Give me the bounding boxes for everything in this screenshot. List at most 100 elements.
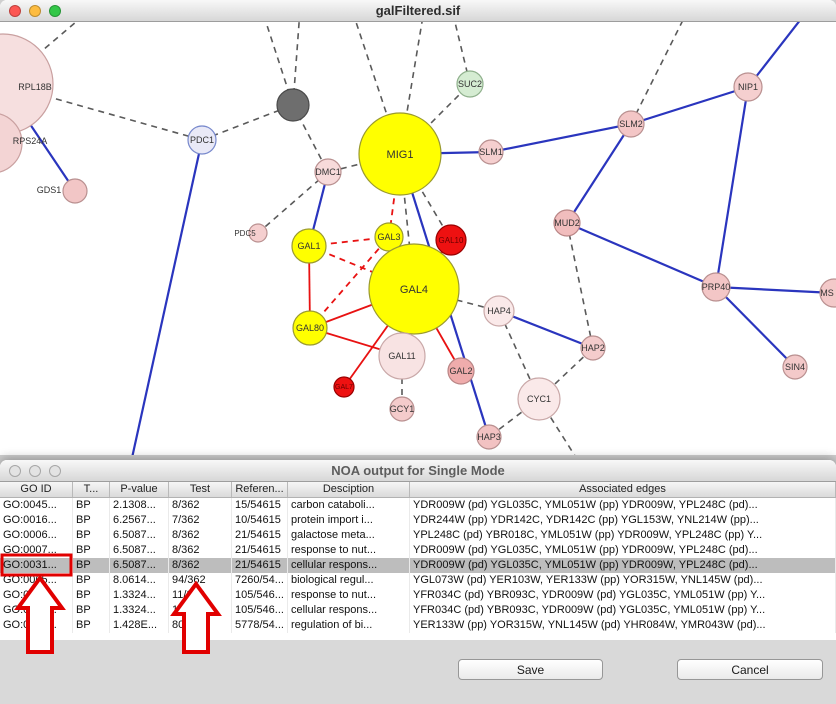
noa-window-titlebar[interactable]: NOA output for Single Mode bbox=[0, 460, 836, 482]
table-cell: BP bbox=[73, 618, 110, 633]
node-darknode[interactable] bbox=[276, 88, 310, 122]
table-cell: 6.5087... bbox=[110, 558, 169, 573]
column-header-associated-edges[interactable]: Associated edges bbox=[410, 482, 836, 497]
node-gal4[interactable]: GAL4 bbox=[368, 243, 460, 335]
node-hap4[interactable]: HAP4 bbox=[483, 295, 515, 327]
button-bar: Save Cancel bbox=[0, 640, 836, 704]
node-prp40[interactable]: PRP40 bbox=[701, 272, 731, 302]
node-label-slm2: SLM2 bbox=[619, 119, 643, 129]
table-cell: GO:0007... bbox=[0, 543, 73, 558]
node-slm2[interactable]: SLM2 bbox=[617, 110, 645, 138]
table-cell: YGL073W (pd) YER103W, YER133W (pp) YOR31… bbox=[410, 573, 836, 588]
table-cell: BP bbox=[73, 573, 110, 588]
cancel-button[interactable]: Cancel bbox=[677, 659, 823, 680]
table-cell: YDR244W (pp) YDR142C, YDR142C (pp) YGL15… bbox=[410, 513, 836, 528]
node-cyc1[interactable]: CYC1 bbox=[517, 377, 561, 421]
node-gal1[interactable]: GAL1 bbox=[291, 228, 327, 264]
node-gal80[interactable]: GAL80 bbox=[292, 310, 328, 346]
node-label-gal11: GAL11 bbox=[388, 351, 415, 361]
column-header-test[interactable]: Test bbox=[169, 482, 232, 497]
table-cell: YDR009W (pd) YGL035C, YML051W (pp) YDR00… bbox=[410, 543, 836, 558]
column-header-referen-[interactable]: Referen... bbox=[232, 482, 288, 497]
node-mig1[interactable]: MIG1 bbox=[358, 112, 442, 196]
close-button[interactable] bbox=[9, 5, 21, 17]
node-gcy1[interactable]: GCY1 bbox=[389, 396, 415, 422]
table-cell: 11/362 bbox=[169, 603, 232, 618]
table-cell: 6.2567... bbox=[110, 513, 169, 528]
node-rps24a[interactable]: RPS24A bbox=[0, 113, 47, 173]
node-label-prp40: PRP40 bbox=[702, 282, 731, 292]
node-slm1[interactable]: SLM1 bbox=[478, 139, 504, 165]
table-cell: 8/362 bbox=[169, 543, 232, 558]
node-hap3[interactable]: HAP3 bbox=[476, 424, 502, 450]
table-cell: 8.0614... bbox=[110, 573, 169, 588]
node-hap2[interactable]: HAP2 bbox=[580, 335, 606, 361]
save-button[interactable]: Save bbox=[458, 659, 603, 680]
node-label-pdc5: PDC5 bbox=[234, 229, 256, 238]
node-gal7[interactable]: GAL7 bbox=[333, 376, 355, 398]
node-dmc1[interactable]: DMC1 bbox=[314, 158, 342, 186]
table-cell: BP bbox=[73, 528, 110, 543]
node-gal2[interactable]: GAL2 bbox=[447, 357, 475, 385]
table-cell: YDR009W (pd) YGL035C, YML051W (pp) YDR00… bbox=[410, 498, 836, 513]
node-label-suc2: SUC2 bbox=[458, 79, 482, 89]
table-cell: regulation of bi... bbox=[288, 618, 410, 633]
node-pdc1[interactable]: PDC1 bbox=[187, 125, 217, 155]
table-cell: GO:0019... bbox=[0, 618, 73, 633]
table-cell: 80/362 bbox=[169, 618, 232, 633]
column-header-desciption[interactable]: Desciption bbox=[288, 482, 410, 497]
node-label-mig1: MIG1 bbox=[387, 149, 414, 161]
node-gds1[interactable]: GDS1 bbox=[37, 178, 88, 204]
edge-mud2-hap2 bbox=[566, 222, 594, 349]
table-cell: cellular respons... bbox=[288, 603, 410, 618]
node-gal11[interactable]: GAL11 bbox=[378, 332, 426, 380]
network-window-titlebar[interactable]: galFiltered.sif bbox=[0, 0, 836, 22]
column-header-p-value[interactable]: P-value bbox=[110, 482, 169, 497]
node-label-gal10: GAL10 bbox=[439, 236, 464, 245]
node-pdc5[interactable]: PDC5 bbox=[234, 223, 268, 243]
zoom-button[interactable] bbox=[49, 465, 61, 477]
close-button[interactable] bbox=[9, 465, 21, 477]
minimize-button[interactable] bbox=[29, 5, 41, 17]
minimize-button[interactable] bbox=[29, 465, 41, 477]
table-cell: carbon cataboli... bbox=[288, 498, 410, 513]
node-gal10[interactable]: GAL10 bbox=[435, 224, 467, 256]
edge-mud2-prp40 bbox=[566, 221, 717, 289]
column-header-t-[interactable]: T... bbox=[73, 482, 110, 497]
table-cell: 21/54615 bbox=[232, 558, 288, 573]
node-sin4[interactable]: SIN4 bbox=[782, 354, 808, 380]
table-cell: GO:0065... bbox=[0, 573, 73, 588]
zoom-button[interactable] bbox=[49, 5, 61, 17]
node-nip1[interactable]: NIP1 bbox=[733, 72, 763, 102]
node-label-mud2: MUD2 bbox=[554, 218, 580, 228]
edge-pdc1-offscreen bbox=[131, 139, 204, 455]
node-msn[interactable]: MS bbox=[819, 278, 836, 308]
edge-hap4-hap2 bbox=[498, 309, 594, 350]
edge-darknode-offscreen bbox=[265, 22, 294, 106]
table-cell: 1.3324... bbox=[110, 603, 169, 618]
node-mud2[interactable]: MUD2 bbox=[553, 209, 581, 237]
edge-rpl18b-offscreen bbox=[2, 22, 78, 85]
table-cell: BP bbox=[73, 543, 110, 558]
node-label-msn: MS bbox=[820, 288, 834, 298]
edge-slm2-nip1 bbox=[630, 85, 749, 126]
node-label-pdc1: PDC1 bbox=[190, 135, 214, 145]
node-label-gal7: GAL7 bbox=[335, 384, 353, 391]
node-suc2[interactable]: SUC2 bbox=[456, 70, 484, 98]
column-header-go-id[interactable]: GO ID bbox=[0, 482, 73, 497]
table-cell: BP bbox=[73, 498, 110, 513]
table-cell: response to nut... bbox=[288, 543, 410, 558]
node-label-gcy1: GCY1 bbox=[390, 404, 415, 414]
node-label-gal80: GAL80 bbox=[296, 323, 324, 333]
